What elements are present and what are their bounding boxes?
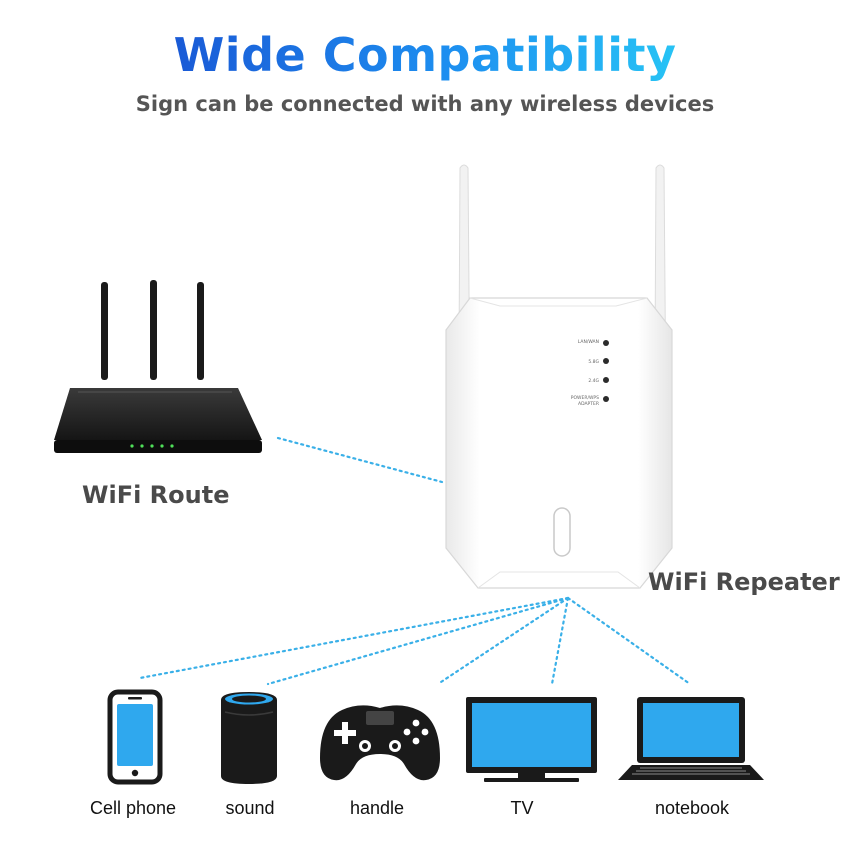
led-label-24g: 2.4G <box>588 378 599 384</box>
router-label: WiFi Route <box>82 481 230 509</box>
led-label-adapter: ADAPTER <box>578 401 599 407</box>
repeater-led-labels: LAN/WAN 5.8G 2.4G POWER/WPS ADAPTER <box>571 339 600 407</box>
led-label-power: POWER/WPS <box>571 395 599 401</box>
link-lines <box>138 436 692 686</box>
cell-phone-icon <box>107 689 163 785</box>
laptop-link <box>566 596 692 686</box>
speaker-link <box>266 596 570 686</box>
gamepad-icon <box>320 705 440 781</box>
led-label-lan: LAN/WAN <box>578 339 599 345</box>
phone-link <box>138 596 570 680</box>
page-title: Wide Compatibility <box>0 28 850 82</box>
device-label-tv: TV <box>510 798 534 818</box>
device-label-sound: sound <box>225 798 275 818</box>
router-icon <box>54 280 262 453</box>
title-text: Wide Compatibility <box>173 28 677 82</box>
led-label-5g: 5.8G <box>588 359 599 365</box>
laptop-icon <box>618 697 764 780</box>
router-link <box>276 436 444 484</box>
repeater-icon <box>445 164 673 589</box>
device-label-notebook: notebook <box>654 798 730 818</box>
device-label-handle: handle <box>349 798 405 818</box>
tv-icon <box>466 697 597 782</box>
smart-speaker-icon <box>221 692 277 784</box>
device-label-cell-phone: Cell phone <box>89 798 177 818</box>
gamepad-link <box>436 596 570 686</box>
page-subtitle: Sign can be connected with any wireless … <box>135 92 715 116</box>
tv-link <box>550 596 570 686</box>
repeater-label: WiFi Repeater <box>648 568 840 596</box>
